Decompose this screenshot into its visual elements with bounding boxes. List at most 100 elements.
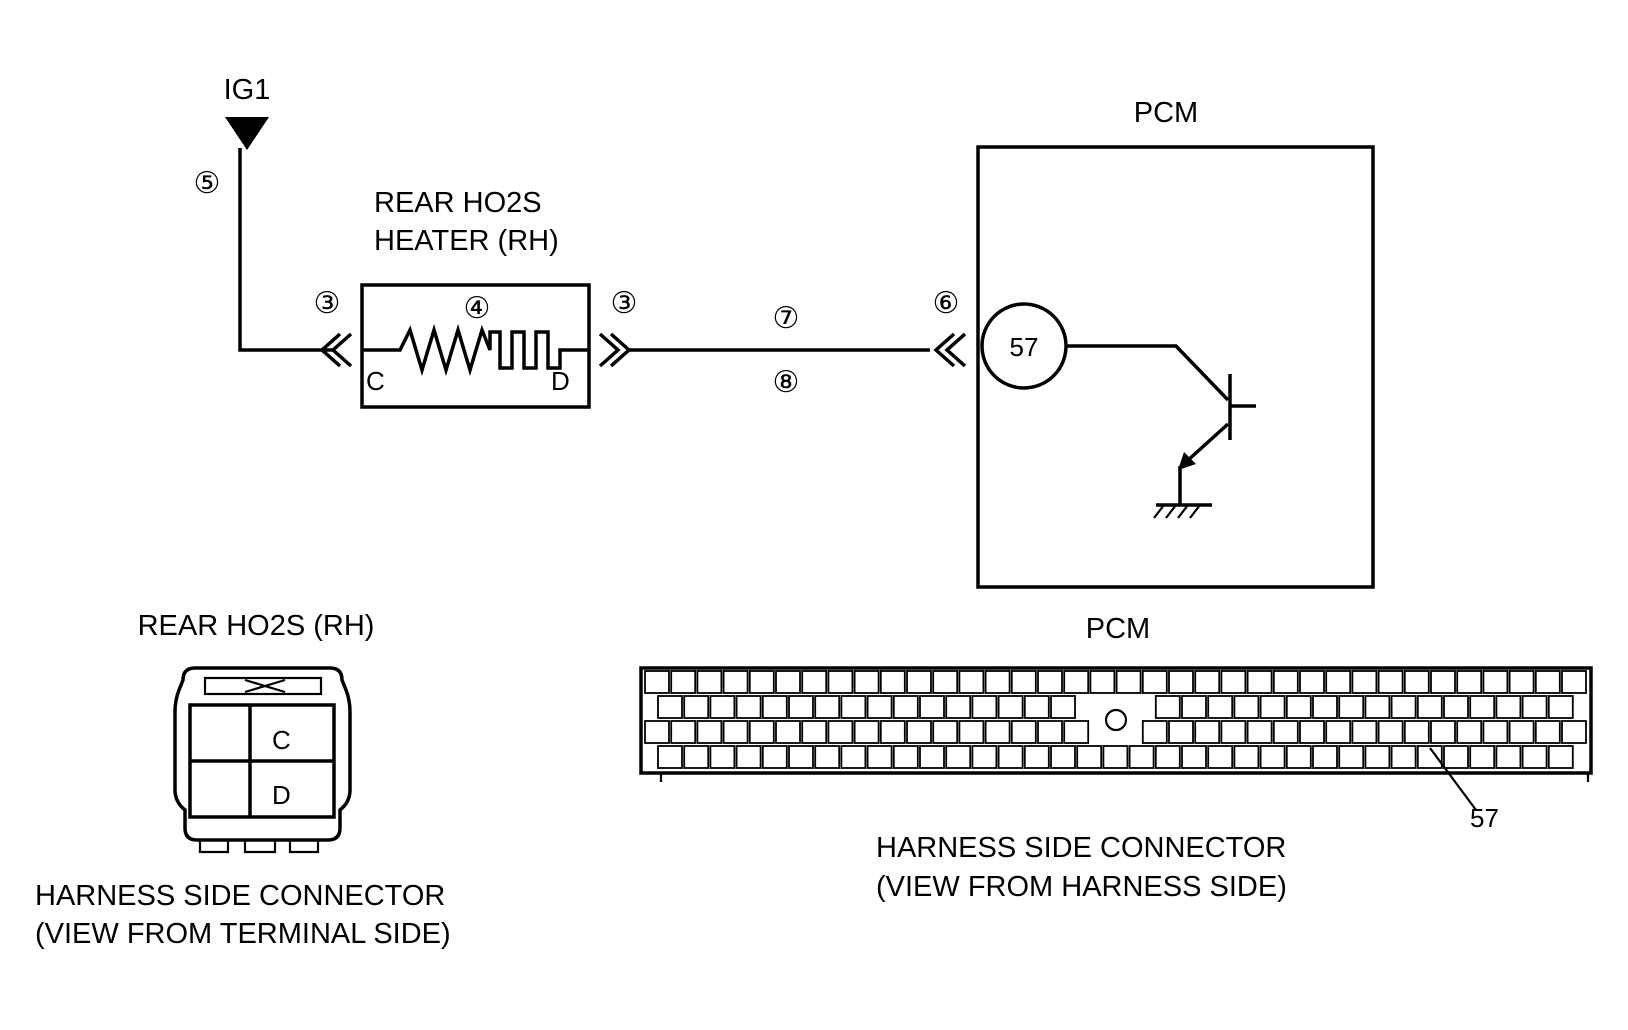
pcm-pin-cavity: [958, 670, 985, 694]
pcm-pin-cavity: [1416, 695, 1443, 719]
pcm-pin-cavity: [971, 695, 998, 719]
pcm-pin-cavity: [1233, 695, 1260, 719]
pcm-pin-cavity: [644, 720, 670, 744]
pcm-pin-cavity: [1010, 720, 1037, 744]
pcm-pin-cavity: [1272, 720, 1299, 744]
pcm-pin-cavity: [1364, 745, 1391, 769]
pcm-pin-cavity: [735, 745, 762, 769]
pcm-pin-cavity: [827, 670, 854, 694]
pcm-pin-cavity: [919, 695, 945, 719]
pcm-pin-cavity: [984, 670, 1011, 694]
transistor-icon: [1066, 344, 1256, 505]
pcm-pin-cavity: [919, 745, 945, 769]
pcm-pin-cavity: [1207, 695, 1234, 719]
pcm-pin-cavity: [1128, 745, 1155, 769]
sensor-connector-title: REAR HO2S (RH): [138, 610, 375, 642]
pcm-pin-cavity: [1430, 670, 1456, 694]
pcm-pin-cavity: [866, 745, 893, 769]
pcm-pin-cavity: [814, 695, 841, 719]
pcm-pin-cavity: [722, 720, 749, 744]
pcm-pin-cavity: [683, 745, 710, 769]
pcm-pin-cavity: [1443, 695, 1469, 719]
pcm-pin-cavity: [866, 695, 893, 719]
pcm-pin-cavity: [1364, 695, 1391, 719]
pcm-pin-cavity: [670, 670, 697, 694]
pcm-pin-cavity: [670, 720, 697, 744]
pcm-pin-grid: [644, 670, 1587, 769]
pcm-pin-cavity: [788, 745, 814, 769]
sensor-connector-housing: [173, 666, 352, 842]
pcm-pin-cavity: [1469, 745, 1496, 769]
pcm-pin-cavity: [1390, 745, 1417, 769]
pcm-pin-cavity: [1430, 720, 1456, 744]
pcm-pin-cavity: [1194, 670, 1221, 694]
pcm-pin-cavity: [1037, 670, 1063, 694]
pcm-pin-cavity: [1482, 670, 1509, 694]
pcm-pin-cavity: [1521, 695, 1548, 719]
pcm-pin-cavity: [1259, 695, 1286, 719]
pcm-pin-cavity: [945, 695, 972, 719]
pcm-connector-view: PCM 57 HARNESS SIDE CONNECTOR (VIEW FROM…: [639, 613, 1593, 903]
pcm-pin-cavity: [1403, 720, 1430, 744]
pcm-pin-cavity: [1443, 745, 1469, 769]
pcm-pin-cavity: [657, 695, 683, 719]
pin-d-label: D: [272, 780, 291, 810]
pcm-pin-cavity: [1299, 670, 1325, 694]
pcm-pin-cavity: [1377, 720, 1404, 744]
pcm-pin-cavity: [1141, 720, 1168, 744]
pcm-pin-cavity: [1023, 745, 1050, 769]
pcm-connector-body: [639, 666, 1593, 775]
pcm-pin-cavity: [892, 745, 919, 769]
pcm-pin-cavity: [1469, 695, 1496, 719]
pcm-pin-cavity: [1154, 695, 1181, 719]
cavity-divider: [190, 705, 334, 817]
pcm-pin-cavity: [1325, 720, 1352, 744]
pcm-pin-cavity: [683, 695, 710, 719]
pcm-pin-cavity: [801, 720, 828, 744]
callout-8: ⑧: [773, 366, 800, 399]
pcm-pin-cavity: [814, 745, 841, 769]
pcm-pin-cavity: [1181, 745, 1207, 769]
callout-6: ⑥: [933, 287, 960, 320]
pcm-pin-cavity: [997, 745, 1024, 769]
pcm-pin-cavity: [1338, 695, 1365, 719]
pcm-pin-cavity: [1037, 720, 1063, 744]
pcm-pin-cavity: [827, 720, 854, 744]
pcm-pin-cavity: [997, 695, 1024, 719]
pcm-pin-cavity: [971, 745, 998, 769]
pcm-pin-cavity: [958, 720, 985, 744]
pin-57-callout: 57: [1470, 803, 1499, 833]
callout-5: ⑤: [194, 167, 221, 200]
pcm-pin-cavity: [1063, 720, 1090, 744]
pcm-pin-cavity: [932, 720, 959, 744]
pcm-pin-cavity: [1181, 695, 1207, 719]
sensor-title-1: REAR HO2S: [374, 187, 542, 219]
pcm-pin-cavity: [1534, 720, 1561, 744]
callout-3-right: ③: [611, 287, 638, 320]
pcm-pin-cavity: [1168, 670, 1194, 694]
pcm-pin-cavity: [853, 670, 880, 694]
pcm-pin-cavity: [984, 720, 1011, 744]
sensor-caption-1: HARNESS SIDE CONNECTOR: [35, 880, 445, 912]
pcm-pin-cavity: [1154, 745, 1181, 769]
ig1-label: IG1: [224, 74, 271, 106]
pcm-locator-hole: [1104, 708, 1128, 732]
pcm-pin-cavity: [735, 695, 762, 719]
ig1-wire: [238, 148, 335, 352]
pcm-pin-cavity: [1246, 720, 1273, 744]
heater-box: [360, 283, 591, 409]
callout-3-left: ③: [314, 287, 341, 320]
pcm-pin-cavity: [1547, 745, 1574, 769]
pcm-pin-cavity: [1141, 670, 1168, 694]
pcm-pin-cavity: [775, 720, 801, 744]
pcm-pin-cavity: [1521, 745, 1548, 769]
pcm-pin-cavity: [1561, 720, 1587, 744]
power-source-icon: [225, 117, 269, 150]
pcm-pin-cavity: [761, 695, 788, 719]
pcm-title: PCM: [1134, 97, 1198, 129]
pcm-pin-cavity: [1299, 720, 1325, 744]
pcm-pin-cavity: [1285, 745, 1312, 769]
pcm-pin-cavity: [1534, 670, 1561, 694]
pcm-pin-cavity: [1220, 670, 1247, 694]
pcm-pin-cavity: [1390, 695, 1417, 719]
